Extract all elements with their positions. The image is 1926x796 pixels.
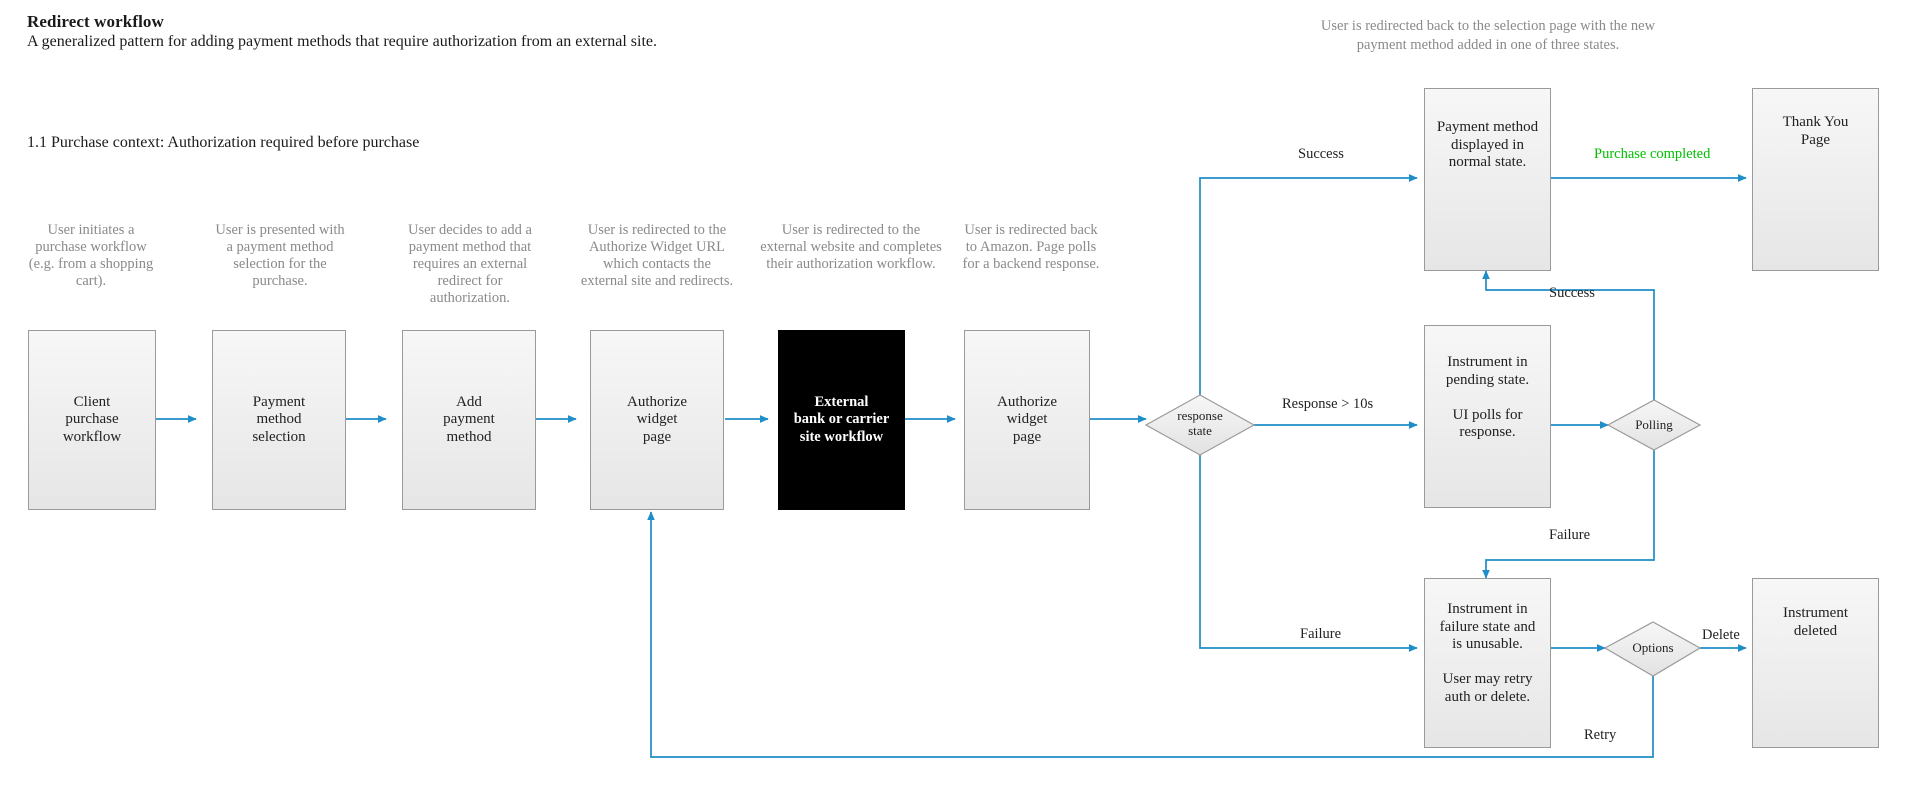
decision-response-state	[1144, 394, 1256, 456]
page-title: Redirect workflow	[27, 12, 164, 31]
node-instrument-deleted[interactable]: Instrument deleted	[1752, 578, 1879, 748]
edge-label-response-over-10s: Response > 10s	[1282, 396, 1374, 412]
node-label: Instrument in failure state and is unusa…	[1439, 601, 1536, 705]
caption-external: User is redirected to the external websi…	[760, 222, 942, 272]
edge-options-retry	[647, 511, 1654, 758]
page-subtitle: A generalized pattern for adding payment…	[27, 33, 657, 50]
node-label: External bank or carrier site workflow	[793, 393, 890, 445]
decision-options	[1603, 621, 1702, 677]
node-label: Client purchase workflow	[62, 393, 122, 445]
edge-label-retry: Retry	[1584, 727, 1617, 743]
caption-authorize-1: User is redirected to the Authorize Widg…	[580, 222, 734, 289]
node-payment-method-selection[interactable]: Payment method selection	[212, 330, 346, 510]
caption-client: User initiates a purchase workflow (e.g.…	[28, 222, 154, 289]
node-payment-method-normal-state[interactable]: Payment method displayed in normal state…	[1424, 88, 1551, 271]
edge-label-purchase-completed: Purchase completed	[1594, 146, 1711, 162]
caption-authorize-2: User is redirected back to Amazon. Page …	[962, 222, 1100, 272]
edge-response-failure	[1199, 455, 1418, 652]
node-add-payment-method[interactable]: Add payment method	[402, 330, 536, 510]
node-instrument-pending[interactable]: Instrument in pending state. UI polls fo…	[1424, 325, 1551, 508]
node-label: Authorize widget page	[997, 393, 1057, 445]
node-external-bank-or-carrier-site-workflow[interactable]: External bank or carrier site workflow	[778, 330, 905, 510]
node-label: Instrument deleted	[1783, 605, 1848, 639]
node-label: Authorize widget page	[627, 393, 687, 445]
node-client-purchase-workflow[interactable]: Client purchase workflow	[28, 330, 156, 510]
edge-polling-success	[1482, 270, 1655, 400]
caption-selection: User is presented with a payment method …	[215, 222, 345, 289]
node-authorize-widget-page-1[interactable]: Authorize widget page	[590, 330, 724, 510]
edge-label-failure-polling: Failure	[1549, 527, 1591, 543]
edge-label-failure-branch: Failure	[1300, 626, 1342, 642]
node-label: Payment method selection	[252, 393, 306, 445]
decision-polling	[1606, 399, 1702, 451]
node-label: Thank You Page	[1782, 114, 1849, 148]
edge-polling-failure	[1482, 450, 1655, 579]
edge-label-success-top: Success	[1298, 146, 1344, 162]
node-instrument-failure[interactable]: Instrument in failure state and is unusa…	[1424, 578, 1551, 748]
edge-label-delete: Delete	[1702, 627, 1740, 643]
top-note: User is redirected back to the selection…	[1320, 18, 1656, 53]
section-heading: 1.1 Purchase context: Authorization requ…	[27, 134, 420, 151]
edge-label-success-polling: Success	[1549, 285, 1595, 301]
node-label: Add payment method	[443, 393, 495, 445]
node-label: Instrument in pending state. UI polls fo…	[1445, 354, 1530, 440]
node-label: Payment method displayed in normal state…	[1436, 119, 1539, 170]
node-thank-you-page[interactable]: Thank You Page	[1752, 88, 1879, 271]
edge-response-success	[1199, 174, 1418, 395]
caption-add: User decides to add a payment method tha…	[407, 222, 532, 306]
node-authorize-widget-page-2[interactable]: Authorize widget page	[964, 330, 1090, 510]
